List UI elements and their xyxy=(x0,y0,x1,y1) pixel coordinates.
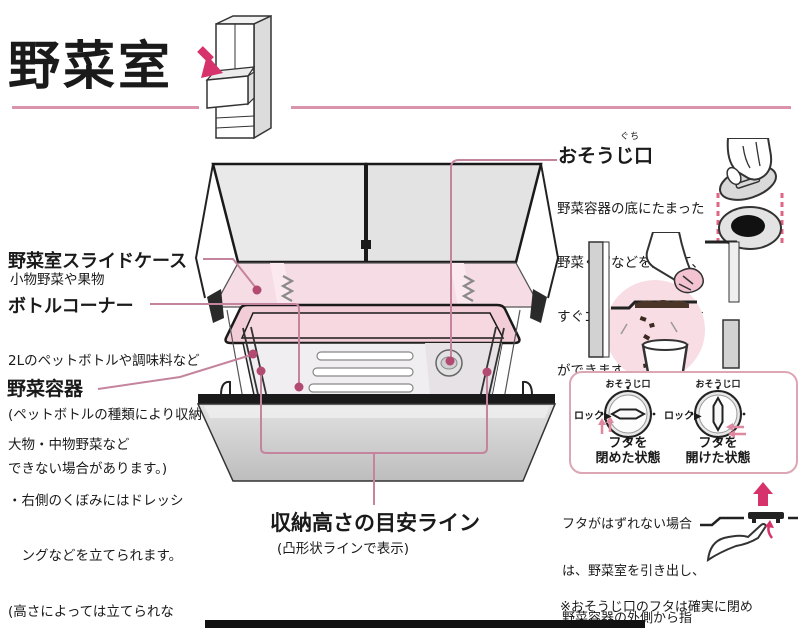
header-divider-right xyxy=(291,106,791,109)
lock-label-closed: ロック▶ xyxy=(574,411,612,422)
page-footer-bar xyxy=(205,620,645,628)
caution-note: ※おそうじ口のフタは確実に閉め てください。高い湿度を保てな いことがあります。 xyxy=(560,600,753,615)
dial-label-closed: おそうじ口 xyxy=(605,380,651,390)
dial-label-open: おそうじ口 xyxy=(695,380,741,390)
cleaning-port-furigana: ぐち xyxy=(620,132,641,142)
sweep-debris-illustration xyxy=(588,232,740,380)
cleaning-port-label: おそうじ口 xyxy=(558,145,654,167)
lid-remove-note: フタがはずれない場合 は、野菜室を引き出し、 野菜容器の外側から指 で押してはず… xyxy=(562,516,706,627)
vegetable-drawer-illustration xyxy=(194,162,560,482)
caption-lid-closed: フタを 閉めた状態 xyxy=(595,436,661,466)
lock-dial-closed xyxy=(598,386,656,442)
storage-height-guide-label: 収納高さの目安ライン xyxy=(270,511,480,535)
veg-container-desc: 大物・中物野菜など ・右側のくぼみにはドレッシ ングなどを立てられます。 (高さ… xyxy=(8,437,184,620)
slide-case-label: 野菜室スライドケース xyxy=(8,251,188,272)
slide-case-desc: 小物野菜や果物 xyxy=(10,272,105,288)
fridge-location-icon xyxy=(197,14,272,140)
lid-removal-illustration xyxy=(716,138,784,250)
bottle-corner-label: ボトルコーナー xyxy=(8,296,134,317)
caption-lid-open: フタを 開けた状態 xyxy=(685,436,751,466)
page-title: 野菜室 xyxy=(8,37,174,97)
lock-dial-open xyxy=(690,386,746,442)
storage-height-guide-desc: (凸形状ラインで表示) xyxy=(277,541,410,557)
push-lid-finger-illustration xyxy=(700,482,798,563)
lock-label-open: ロック▶ xyxy=(664,411,702,422)
lock-dial-box xyxy=(569,371,798,474)
header-divider-left xyxy=(12,106,199,109)
veg-container-label: 野菜容器 xyxy=(7,378,84,400)
